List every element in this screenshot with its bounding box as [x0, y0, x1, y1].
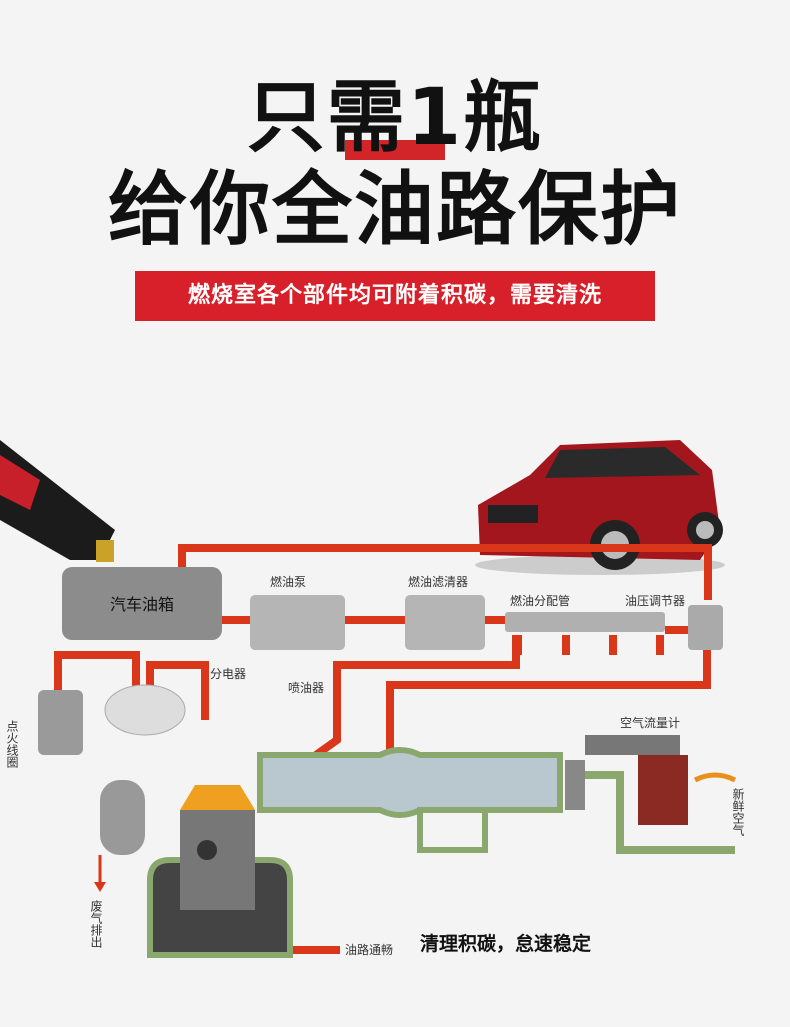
air-filter — [638, 755, 688, 825]
legend-label: 油路通畅 — [345, 942, 393, 957]
ignition-coil — [38, 690, 83, 755]
fuel-rail — [505, 612, 665, 632]
fuel-pump-label: 燃油泵 — [270, 574, 306, 589]
engine-cylinder — [100, 780, 293, 958]
banner: 燃烧室各个部件均可附着积碳，需要清洗 — [135, 271, 655, 321]
throttle-body — [565, 760, 585, 810]
product-bottle — [0, 440, 115, 562]
fuel-lines — [54, 544, 712, 954]
fresh-air-label: 新鲜空气 — [731, 787, 745, 836]
car-image — [475, 440, 725, 575]
air-flow-meter — [585, 735, 680, 755]
fuel-pump — [250, 595, 345, 650]
tagline: 清理积碳，怠速稳定 — [420, 932, 591, 955]
fresh-air-arrow-icon — [693, 772, 737, 783]
headline-line1: 只需1瓶 — [246, 73, 544, 163]
injector-label: 喷油器 — [288, 681, 324, 695]
fuel-rail-label: 燃油分配管 — [510, 593, 570, 608]
distributor-label: 分电器 — [210, 667, 246, 681]
fuel-filter — [405, 595, 485, 650]
pressure-regulator — [688, 605, 723, 650]
title-underline — [345, 140, 445, 160]
distributor — [104, 684, 186, 736]
fuel-tank-label: 汽车油箱 — [110, 595, 174, 614]
exhaust-label: 废气排出 — [89, 899, 103, 948]
pressure-regulator-label: 油压调节器 — [625, 594, 685, 608]
headline-line2: 给你全油路保护 — [108, 163, 682, 256]
fuel-filter-label: 燃油滤清器 — [408, 574, 468, 589]
air-flow-meter-label: 空气流量计 — [620, 715, 680, 730]
ignition-coil-label: 点火线圈 — [5, 720, 19, 769]
intake-manifold — [257, 747, 563, 818]
fuel-tank — [62, 567, 222, 640]
